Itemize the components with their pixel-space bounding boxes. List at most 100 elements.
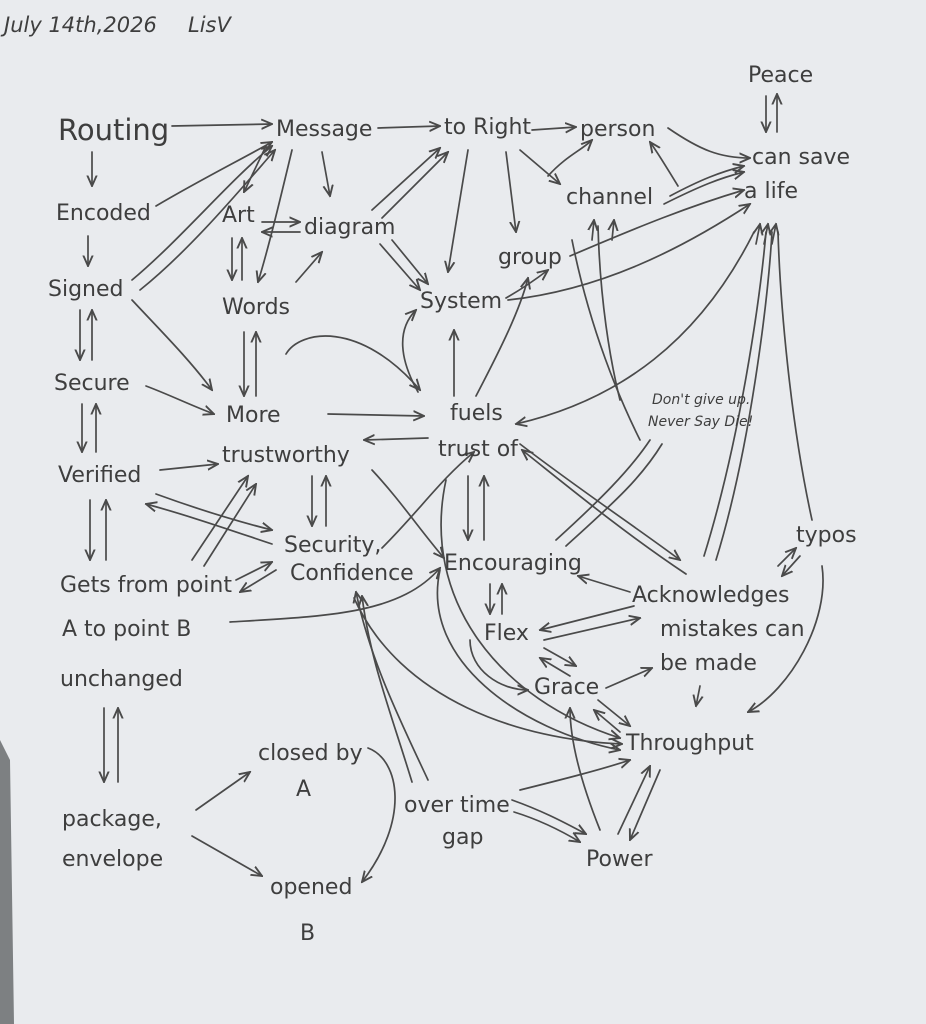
arrow-package-opened [191, 835, 262, 876]
arrow-fuels-group [475, 278, 528, 397]
arrow-message-art [244, 145, 267, 192]
arrow-signed-message [131, 146, 272, 281]
arrow-signed-message-2 [139, 150, 275, 291]
node-dont-give-up: Don't give up. [652, 392, 750, 408]
arrow-system-alife [507, 204, 750, 301]
node-trust-of: trust of [438, 437, 519, 462]
arrow-diagram-toright-2 [381, 152, 448, 219]
arrow-ack-encouraging [578, 576, 631, 593]
arrow-overtime-power-2 [513, 811, 580, 842]
node-person: person [580, 117, 655, 142]
arrow-channel-person [547, 140, 592, 177]
arrow-gets-more-2 [203, 484, 256, 567]
node-closed-by: closed by [258, 741, 363, 766]
arrow-more-encouraging [371, 469, 444, 558]
arrow-diagram-toright [371, 148, 440, 211]
arrow-ack-trustof [522, 450, 687, 575]
arrow-grace-bemade [605, 668, 652, 689]
arrow-channel-alife-2 [669, 166, 744, 197]
arrow-channel-group-2 [612, 220, 614, 241]
node-never-say-die: Never Say Die! [648, 414, 753, 430]
node-art: Art [222, 203, 255, 228]
arrow-diagram-system [379, 243, 420, 290]
node-routing: Routing [58, 113, 169, 147]
arrow-routing-message [171, 124, 272, 126]
node-package: package, [62, 807, 162, 832]
node-system: System [420, 289, 502, 314]
arrow-overtime-security-2 [362, 596, 413, 783]
arrow-secure-more [145, 385, 214, 414]
arrow-flex-ack [543, 618, 640, 641]
arrow-overtime-throughput [519, 760, 630, 791]
node-envelope: envelope [62, 847, 163, 872]
arrow-ack-flex [540, 605, 635, 630]
node-grace: Grace [534, 675, 599, 700]
arrow-security-gets [240, 569, 277, 592]
node-acknowledges: Acknowledges [632, 583, 789, 608]
arrow-more-fuels [327, 414, 424, 416]
node-flex: Flex [484, 621, 529, 646]
arrow-group-alife [569, 190, 744, 257]
arrow-toright-channel [519, 149, 560, 184]
node-encoded: Encoded [56, 201, 151, 226]
arrow-dontgiveup-encouraging [555, 439, 651, 541]
arrow-typos-alife [777, 231, 813, 521]
arrow-signed-more [131, 299, 212, 390]
node-more: More [226, 403, 281, 428]
arrow-closed-opened [362, 747, 396, 882]
node-security: Security, [284, 533, 381, 558]
arrow-toright-person [531, 127, 576, 130]
arrow-words-diagram [295, 252, 322, 283]
arrow-toright-system [448, 149, 469, 272]
arrow-ack-alife [703, 231, 767, 557]
node-throughput: Throughput [625, 731, 754, 756]
node-be-made: be made [660, 651, 757, 676]
arrow-throughput-power [630, 769, 661, 840]
concept-labels: July 14th,2026 LisV Routing Message to R… [0, 13, 857, 946]
arrow-overtime-power [511, 799, 586, 834]
arrow-group-line [597, 225, 621, 401]
node-signed: Signed [48, 277, 124, 302]
arrow-person-cansave [667, 127, 750, 158]
connector-lines [80, 94, 824, 882]
node-to-right: to Right [444, 115, 531, 140]
arrow-message-toright [377, 126, 440, 128]
node-words: Words [222, 295, 290, 320]
arrow-toright-group [505, 151, 516, 232]
arrow-typos-ack [782, 555, 801, 576]
date-label: July 14th,2026 [0, 13, 157, 37]
arrow-power-throughput [617, 766, 650, 835]
arrow-dontgiveup-encouraging-2 [565, 443, 663, 547]
arrow-bemade-throughput [696, 685, 700, 706]
arrow-alife-markers [756, 224, 760, 245]
arrow-package-closed [195, 772, 250, 811]
arrow-security-trustof [381, 452, 474, 549]
node-can-save: can save [752, 145, 850, 170]
arrow-typos-throughput [748, 565, 824, 712]
node-unchanged: unchanged [60, 667, 183, 692]
node-opened: opened [270, 875, 352, 900]
node-gets-from-point: Gets from point [60, 573, 232, 598]
arrow-gets-encouraging [229, 568, 440, 623]
node-closed-a: A [296, 777, 311, 802]
author-label: LisV [188, 13, 232, 37]
arrow-channel-throughput-line [571, 239, 641, 441]
node-over-time: over time [404, 793, 510, 818]
arrow-trustof-throughput [440, 479, 620, 738]
node-trustworthy: trustworthy [222, 443, 350, 468]
node-secure: Secure [54, 371, 130, 396]
arrow-ack-typos [777, 548, 796, 567]
arrow-overtime-security [356, 592, 429, 781]
arrow-flex-grace [543, 647, 576, 666]
arrow-fuels-more [364, 438, 429, 440]
node-message: Message [276, 117, 372, 142]
arrow-channel-group [592, 220, 594, 241]
arrow-diagram-system-2 [391, 239, 428, 284]
node-gap: gap [442, 825, 483, 850]
node-mistakes-can: mistakes can [660, 617, 805, 642]
node-channel: channel [566, 185, 653, 210]
arrow-encouraging-throughput [436, 569, 620, 750]
arrow-verified-more [159, 464, 218, 471]
node-peace: Peace [748, 63, 813, 88]
arrow-alife-fuels [516, 231, 755, 424]
